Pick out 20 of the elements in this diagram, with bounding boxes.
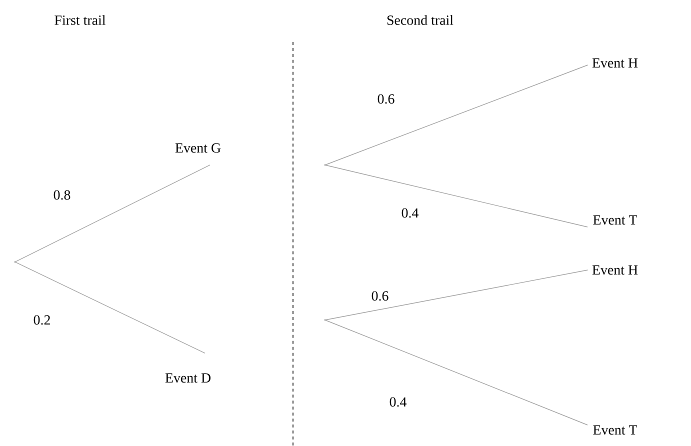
outcome-label: Event H — [592, 58, 638, 68]
column-heading: First trail — [54, 15, 106, 25]
branch-line — [324, 270, 588, 320]
column-heading: Second trail — [387, 15, 454, 25]
outcome-label: Event H — [592, 265, 638, 275]
outcome-label: Event G — [175, 143, 221, 153]
branch-line — [14, 164, 210, 262]
probability-label: 0.6 — [376, 93, 396, 105]
branch-line — [324, 164, 588, 228]
branch-line — [14, 262, 206, 354]
outcome-label: Event D — [165, 373, 210, 383]
outcome-label: Event T — [593, 425, 638, 435]
probability-label: 0.8 — [52, 189, 72, 201]
branch-line — [324, 320, 588, 426]
probability-label: 0.2 — [32, 314, 52, 326]
outcome-label: Event T — [593, 215, 638, 225]
probability-label: 0.4 — [400, 207, 420, 219]
probability-label: 0.6 — [370, 290, 390, 302]
branch-line — [324, 64, 588, 166]
probability-label: 0.4 — [388, 396, 408, 408]
